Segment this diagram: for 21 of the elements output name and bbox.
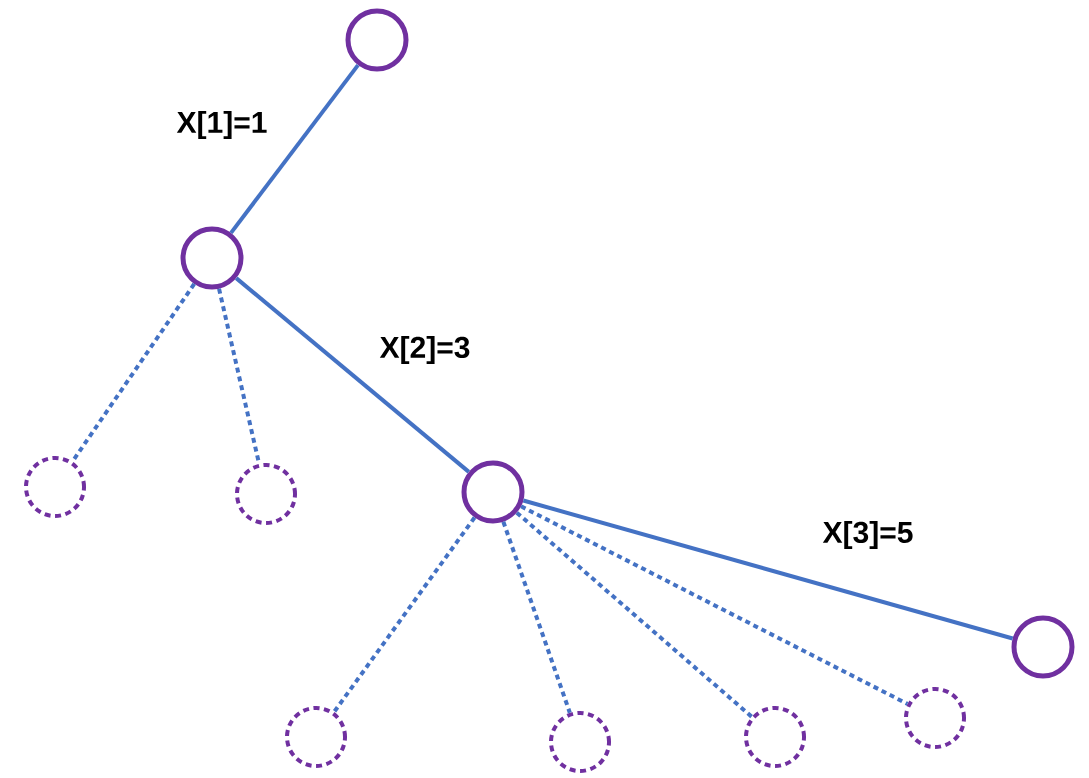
edge-line (522, 498, 1014, 641)
dashed-circle (904, 687, 966, 749)
circle-node (180, 226, 244, 290)
edge-label: X[3]=5 (822, 521, 913, 549)
edge-label: X[2]=3 (379, 336, 470, 364)
edge-label: X[1]=1 (176, 111, 267, 139)
dashed-circle (24, 456, 86, 518)
dashed-circle (235, 463, 297, 525)
dashed-circle (549, 711, 611, 773)
edge-line (234, 276, 471, 474)
edge-line (229, 63, 360, 235)
circle-node (461, 460, 525, 524)
dotted-line (332, 516, 477, 714)
circle-node (345, 8, 409, 72)
circle-node (1011, 615, 1075, 679)
dotted-line (70, 282, 196, 463)
dotted-line (515, 511, 753, 719)
dotted-line (520, 504, 909, 706)
dashed-circle (285, 706, 347, 768)
dashed-circle (744, 706, 806, 768)
dotted-line (501, 521, 572, 714)
